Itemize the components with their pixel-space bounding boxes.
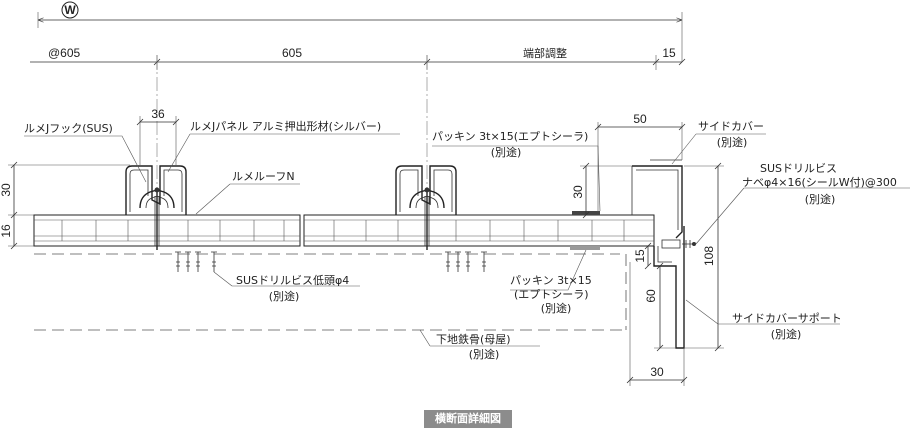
- cover-height-dimension: 108: [684, 162, 724, 352]
- support-length-dimension: 60: [644, 262, 676, 352]
- low-head-screws-left: [175, 251, 217, 272]
- label-support: サイドカバーサポート: [732, 312, 842, 325]
- label-side-cover-note: (別途): [717, 135, 748, 149]
- label-packing-bottom-1: パッキン 3t×15: [510, 274, 592, 287]
- edge-dimension: 15: [662, 46, 676, 60]
- right-height-dimension: 30: [571, 162, 632, 219]
- label-purlin-note: (別途): [469, 347, 500, 361]
- leader-lines: [24, 133, 910, 347]
- packing-bottom-marker: [570, 246, 600, 250]
- svg-text:108: 108: [702, 246, 716, 266]
- svg-text:60: 60: [644, 289, 658, 303]
- end-adjust-dimension: 端部調整: [523, 46, 567, 60]
- svg-text:16: 16: [0, 224, 13, 238]
- purlin-dashed-lines: [34, 253, 627, 331]
- label-packing-bottom-note: (別途): [541, 301, 572, 315]
- side-cover-support: [653, 226, 685, 349]
- label-sus-screw-note: (別途): [805, 192, 836, 206]
- overall-width-dimension: W: [37, 1, 683, 62]
- label-packing-top: パッキン 3t×15(エプトシーラ): [432, 130, 588, 143]
- label-purlin: 下地鉄骨(母屋): [436, 332, 511, 346]
- side-cover: [631, 159, 683, 239]
- label-screw-low-note: (別途): [269, 289, 300, 303]
- label-packing-bottom-2: (エプトシーラ): [514, 288, 589, 301]
- label-sus-screw-spec: ナベφ4×16(シールW付)@300: [742, 176, 897, 189]
- left-height-dimensions: 30 16: [0, 161, 130, 250]
- sus-screw-side: [682, 240, 696, 248]
- cover-top-dimension: 50: [594, 112, 686, 212]
- svg-text:15: 15: [633, 249, 647, 263]
- svg-text:36: 36: [151, 107, 165, 121]
- label-side-cover: サイドカバー: [698, 120, 764, 133]
- joint-profile-mid: [395, 165, 457, 250]
- pitch-dimension: @605: [48, 46, 81, 60]
- svg-text:30: 30: [0, 183, 13, 197]
- bottom-width-dimension: 30: [626, 262, 688, 386]
- module-dimension: 605: [282, 46, 302, 60]
- joint-profile-left: [125, 165, 187, 250]
- packing-gap-dimension: 15: [633, 242, 652, 270]
- svg-text:50: 50: [633, 112, 647, 126]
- label-hook: ルメJフック(SUS): [24, 122, 113, 135]
- roof-panel-left: [33, 214, 301, 247]
- width-symbol: W: [64, 3, 76, 17]
- label-roof: ルメルーフN: [232, 170, 295, 183]
- label-packing-top-note: (別途): [491, 145, 522, 159]
- module-dimension-line: @605 605 端部調整 15: [30, 46, 686, 70]
- label-panel: ルメJパネル アルミ押出形材(シルバー): [190, 119, 381, 133]
- svg-text:30: 30: [650, 365, 664, 379]
- width-symbol-circle: [61, 1, 79, 19]
- svg-text:30: 30: [571, 185, 585, 199]
- label-screw-low: SUSドリルビス低頭φ4: [236, 274, 349, 287]
- hook-width-dimension: 36: [136, 107, 180, 165]
- label-support-note: (別途): [771, 327, 802, 341]
- roof-panel-right: [303, 214, 655, 247]
- low-head-screws-mid: [445, 251, 487, 272]
- drawing-caption: 横断面詳細図: [424, 410, 512, 428]
- label-sus-screw: SUSドリルビス: [760, 162, 837, 175]
